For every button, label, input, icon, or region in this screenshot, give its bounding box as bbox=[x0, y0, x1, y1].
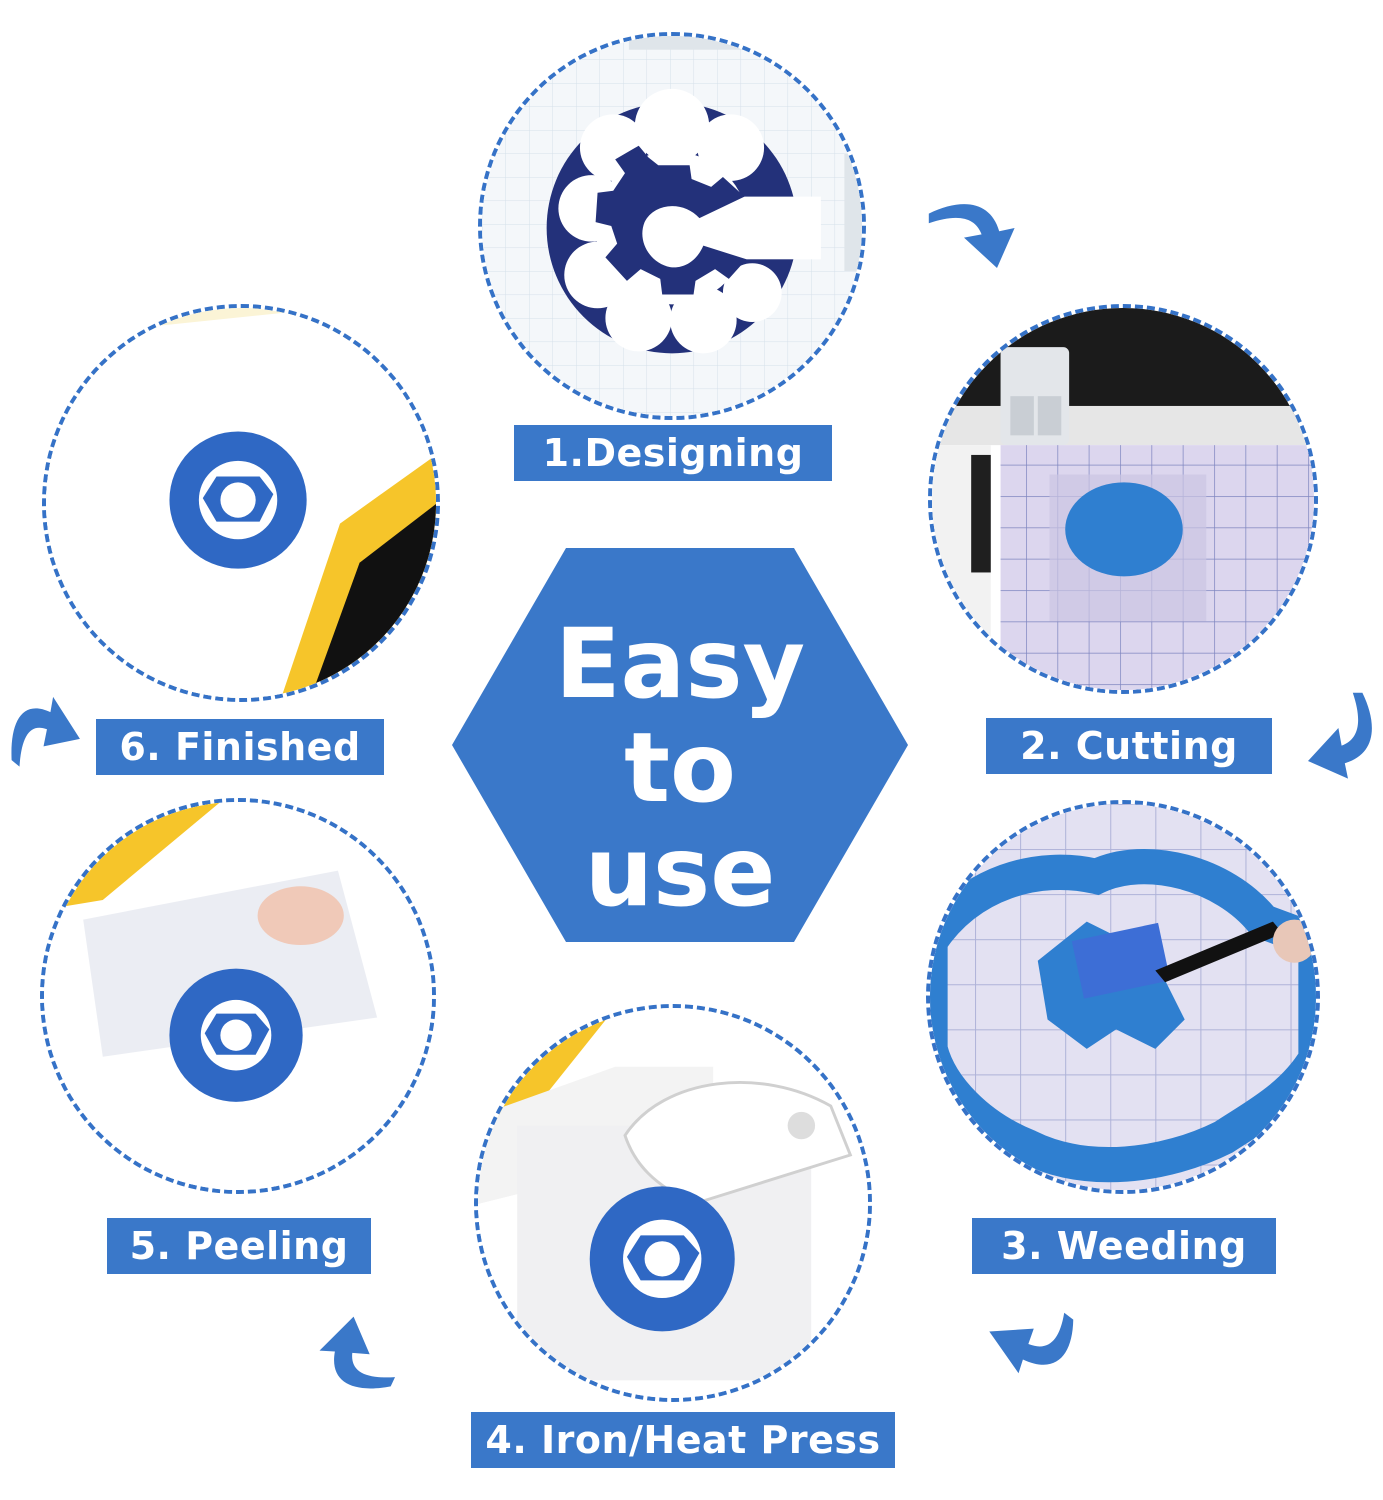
center-title-line1: Easy bbox=[554, 608, 806, 720]
cricut-logo-icon bbox=[546, 88, 821, 354]
step-5-label: 5. Peeling bbox=[107, 1218, 371, 1274]
step-2-cutting-image bbox=[928, 304, 1318, 694]
step-1-label: 1.Designing bbox=[514, 425, 832, 481]
step-5-peeling-image bbox=[40, 798, 436, 1194]
step-6-label: 6. Finished bbox=[96, 719, 384, 775]
arrow-step1-to-step2-icon bbox=[920, 196, 1030, 276]
iron-print-design bbox=[589, 1186, 735, 1332]
arrow-step4-to-step5-icon bbox=[306, 1312, 412, 1394]
step-3-weeding-image bbox=[926, 800, 1320, 1194]
step-1-designing-image bbox=[478, 32, 866, 420]
arrow-step2-to-step3-icon bbox=[1300, 684, 1380, 794]
finished-print-design bbox=[169, 431, 307, 569]
step-3-label: 3. Weeding bbox=[972, 1218, 1276, 1274]
peeling-print-design bbox=[169, 968, 303, 1102]
step-4-label: 4. Iron/Heat Press bbox=[471, 1412, 895, 1468]
center-hexagon: Easy to use bbox=[452, 548, 908, 942]
step-2-label: 2. Cutting bbox=[986, 718, 1272, 774]
center-title-line3: use bbox=[584, 816, 776, 928]
arrow-step6-to-step1-icon bbox=[8, 682, 84, 790]
arrow-step3-to-step4-icon bbox=[984, 1288, 1076, 1388]
step-6-finished-image bbox=[42, 304, 440, 702]
step-4-iron-heat-press-image bbox=[474, 1004, 872, 1402]
center-title-line2: to bbox=[624, 712, 736, 824]
